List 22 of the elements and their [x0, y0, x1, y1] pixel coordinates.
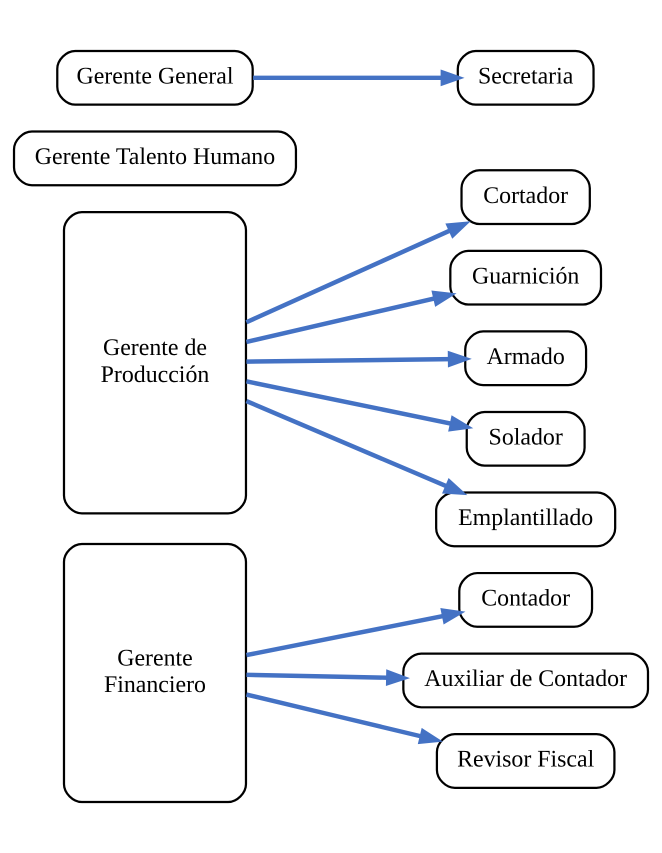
node-box: Revisor Fiscal: [436, 733, 616, 789]
arrow: [253, 69, 465, 86]
node-box: Gerente de Producción: [62, 210, 248, 514]
node-box: Solador: [466, 410, 586, 467]
node-box: Emplantillado: [435, 491, 616, 548]
arrow: [246, 221, 471, 324]
node-box: Gerente Talento Humano: [12, 130, 298, 186]
node-box: Gerente General: [56, 50, 254, 106]
node-box: Guarnición: [449, 250, 602, 306]
node-box: Auxiliar de Contador: [402, 652, 650, 708]
arrow: [246, 692, 443, 744]
arrow: [246, 350, 472, 368]
arrow: [246, 290, 457, 344]
node-box: Armado: [464, 330, 588, 386]
node-box: Cortador: [460, 169, 591, 226]
node-box: Gerente Financiero: [62, 542, 248, 804]
arrow: [246, 608, 466, 658]
node-box: Secretaria: [456, 50, 595, 106]
node-box: Contador: [458, 572, 594, 628]
arrow: [246, 669, 410, 686]
arrow: [246, 399, 468, 496]
arrow: [246, 379, 474, 432]
